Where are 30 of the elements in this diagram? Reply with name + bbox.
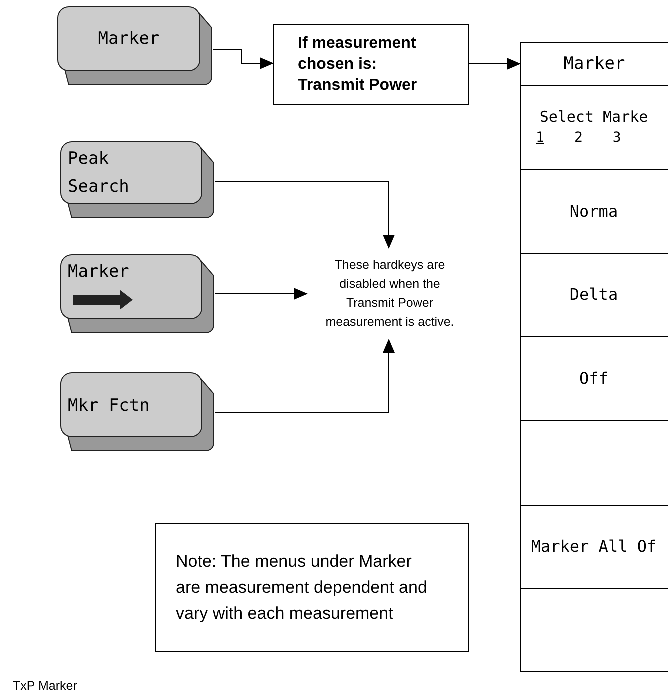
- softkey-label: Delta: [570, 284, 618, 306]
- key-label: Peak: [68, 148, 109, 171]
- hardkey: [60, 254, 215, 334]
- figure-caption: TxP Marker: [13, 678, 78, 695]
- hardkey: [60, 141, 215, 219]
- connector-arrow: [214, 339, 395, 414]
- connector-arrow: [214, 182, 395, 249]
- marker-number: 1: [536, 129, 544, 148]
- box-text: Note: The menus under Marker are measurement dependent and vary with each measurement: [176, 550, 428, 624]
- box-text: If measurement chosen is: Transmit Power: [298, 34, 418, 96]
- softkey-menu-panel: [520, 42, 668, 672]
- softkey-label: Select Marke: [540, 106, 648, 128]
- softkey-label: Marker All Of: [531, 536, 657, 558]
- key-label: Marker: [98, 28, 160, 51]
- menu-title: Marker: [564, 52, 626, 76]
- note-box: [155, 523, 469, 652]
- softkey-label: Norma: [570, 200, 618, 222]
- key-label: Marker: [68, 261, 130, 284]
- condition-box: [273, 24, 469, 105]
- softkey-label: Off: [580, 368, 608, 390]
- hardkey: [57, 6, 213, 86]
- connector-arrow: [212, 50, 274, 70]
- key-label: Search: [68, 176, 130, 199]
- marker-number: 2: [574, 129, 583, 148]
- marker-number: 3: [612, 129, 622, 148]
- hardkey: [60, 372, 215, 452]
- connector-arrow: [214, 288, 308, 300]
- key-label: Mkr Fctn: [68, 395, 150, 418]
- annotation-text: These hardkeys are disabled when the Transmit Power measurement is active.: [314, 256, 466, 332]
- connector-arrow: [468, 58, 521, 70]
